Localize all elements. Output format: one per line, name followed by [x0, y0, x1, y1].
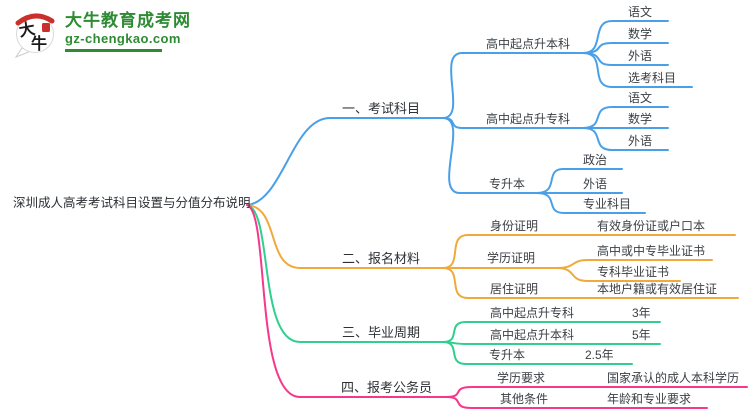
node-education-proof: 学历证明	[487, 251, 536, 265]
node-hs-to-college: 高中起点升专科	[486, 112, 571, 126]
root-topic: 深圳成人高考考试科目设置与分值分布说明	[13, 196, 251, 210]
leaf-chinese: 语文	[628, 5, 653, 19]
node-identity-proof: 身份证明	[490, 219, 539, 233]
leaf-hs-diploma: 高中或中专毕业证书	[597, 244, 706, 258]
leaf-elective-subject: 选考科目	[628, 71, 677, 85]
leaf-politics: 政治	[583, 153, 608, 167]
branch-4-lines	[246, 204, 748, 409]
site-title: 大牛教育成考网	[65, 11, 191, 30]
leaf-3-years: 3年	[632, 306, 651, 320]
node-period-hs-bachelor: 高中起点升本科	[490, 328, 575, 342]
node-hs-to-bachelor: 高中起点升本科	[486, 37, 571, 51]
leaf-local-hukou-or-permit: 本地户籍或有效居住证	[597, 282, 718, 296]
node-other-conditions: 其他条件	[500, 392, 549, 406]
branch-graduation-period: 三、毕业周期	[342, 325, 421, 340]
site-logo[interactable]: 大 牛 大牛教育成考网 gz-chengkao.com	[12, 8, 191, 58]
leaf-foreign-language-2: 外语	[628, 134, 653, 148]
leaf-age-major-requirements: 年龄和专业要求	[607, 392, 692, 406]
node-residence-proof: 居住证明	[490, 282, 539, 296]
leaf-foreign-language: 外语	[628, 49, 653, 63]
svg-text:大: 大	[17, 19, 36, 40]
branch-registration-materials: 二、报名材料	[342, 251, 421, 266]
leaf-college-diploma: 专科毕业证书	[597, 265, 670, 279]
leaf-state-recognized-degree: 国家承认的成人本科学历	[607, 371, 740, 385]
ox-speech-bubble-icon: 大 牛	[14, 13, 55, 58]
node-education-requirement: 学历要求	[497, 371, 546, 385]
node-college-to-bachelor: 专升本	[489, 177, 526, 191]
node-period-college-bachelor: 专升本	[489, 348, 526, 362]
leaf-math: 数学	[628, 27, 653, 41]
leaf-id-or-hukou: 有效身份证或户口本	[597, 219, 706, 233]
leaf-math-2: 数学	[628, 112, 653, 126]
svg-text:牛: 牛	[31, 34, 47, 53]
branch-1-lines	[246, 20, 693, 214]
site-domain: gz-chengkao.com	[65, 31, 181, 46]
brand-underline	[65, 49, 162, 52]
leaf-5-years: 5年	[632, 328, 651, 342]
leaf-2-5-years: 2.5年	[585, 348, 614, 362]
leaf-major-subject: 专业科目	[583, 197, 632, 211]
node-period-hs-college: 高中起点升专科	[490, 306, 575, 320]
leaf-foreign-language-3: 外语	[583, 177, 608, 191]
branch-3-lines	[246, 204, 661, 365]
branch-exam-subjects: 一、考试科目	[342, 101, 421, 116]
branch-2-lines	[246, 204, 739, 299]
leaf-chinese-2: 语文	[628, 91, 653, 105]
branch-civil-service: 四、报考公务员	[341, 380, 433, 395]
